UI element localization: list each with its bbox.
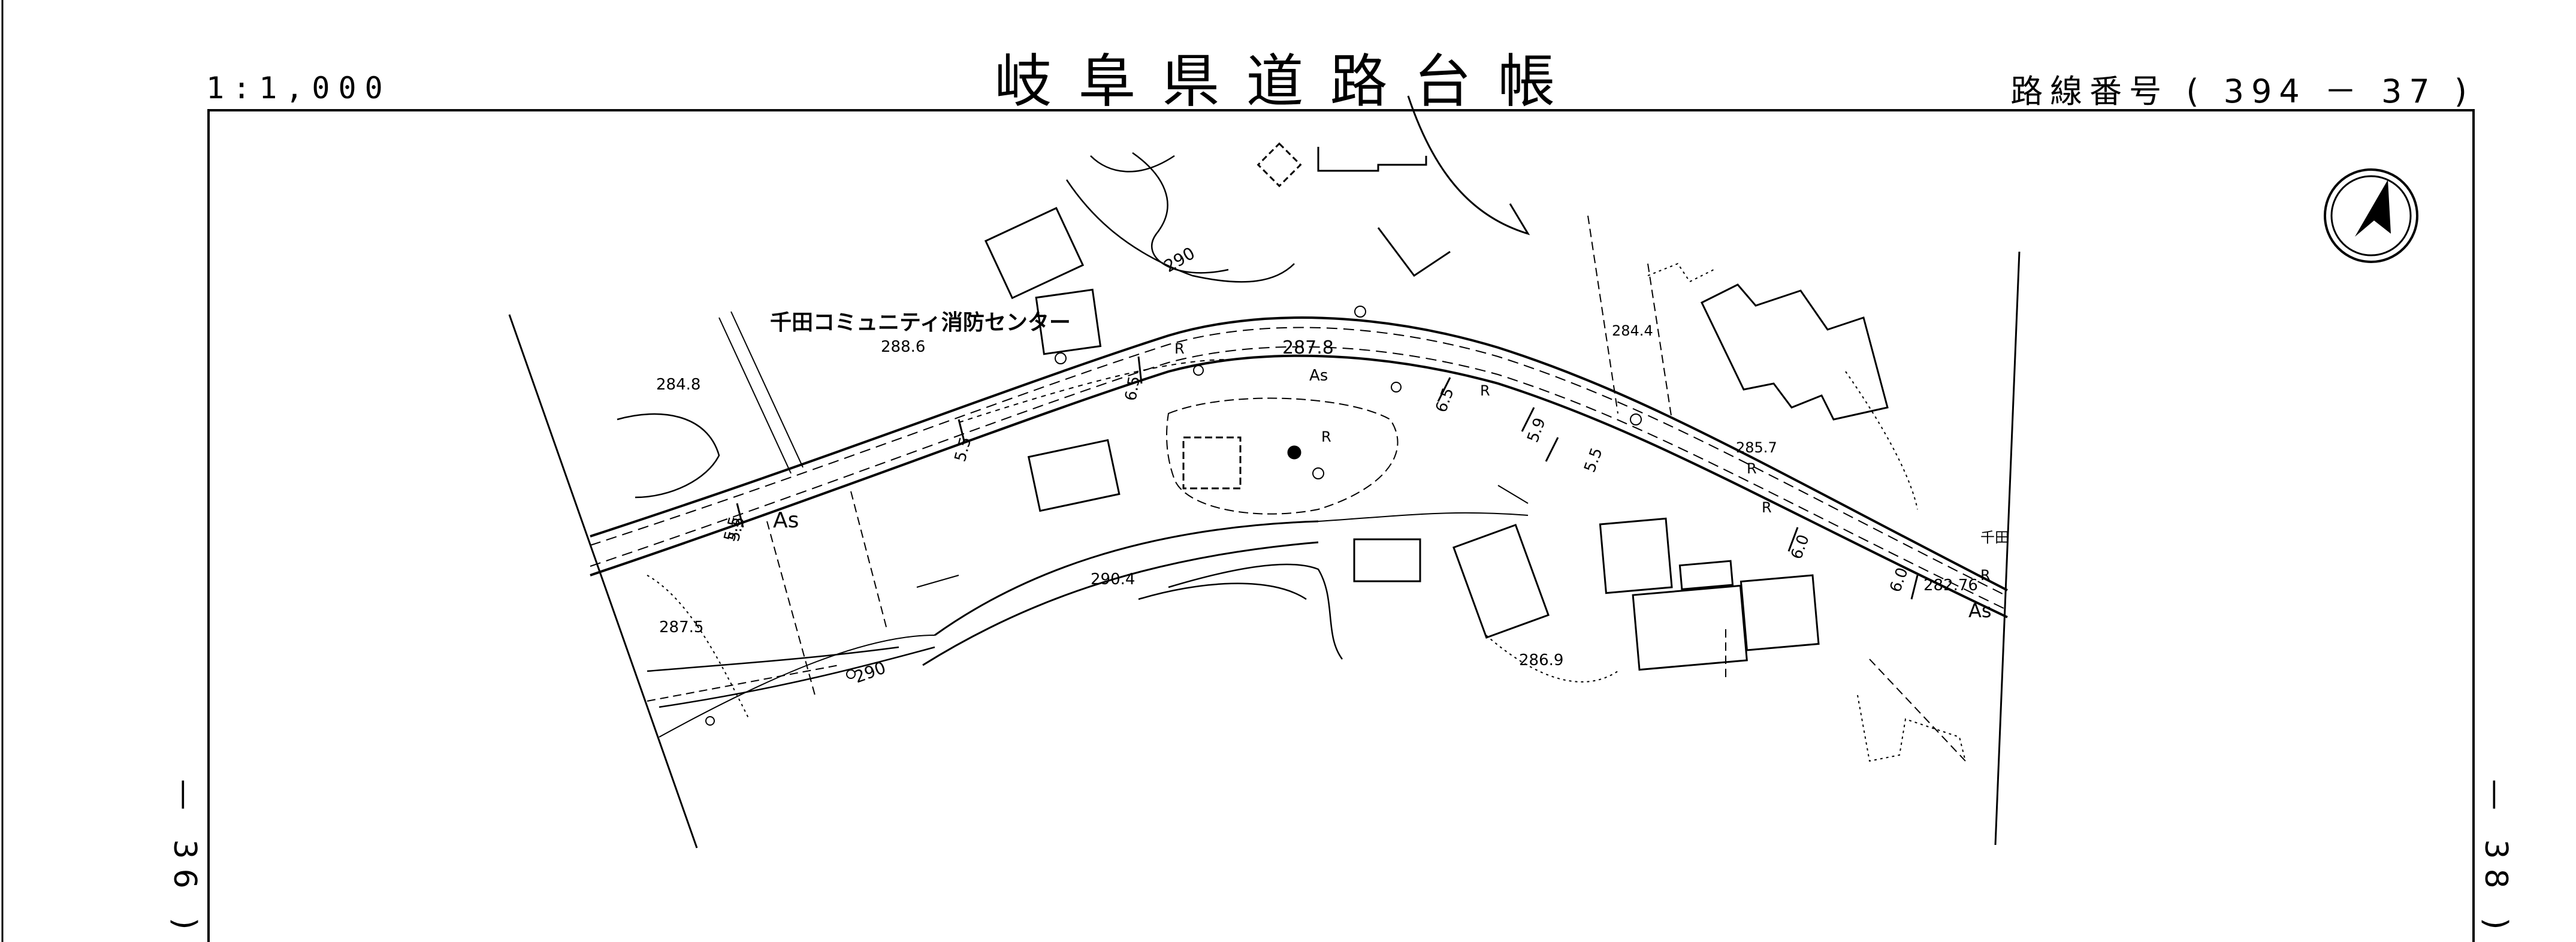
road-centerline bbox=[590, 316, 2008, 618]
branch-road bbox=[659, 512, 1529, 738]
surface-code-center: As bbox=[1309, 367, 1328, 385]
adjacent-sheet-left: — 36 ) bbox=[167, 779, 203, 940]
spot-height-284-8: 284.8 bbox=[656, 376, 700, 394]
north-arrow-icon bbox=[2324, 168, 2418, 263]
page-title: 岐阜県道路台帳 bbox=[994, 48, 1582, 115]
spot-height-288-6: 288.6 bbox=[881, 338, 925, 356]
contour-label-290-south: 290 bbox=[851, 657, 889, 687]
surface-code-west: As bbox=[773, 508, 799, 533]
surface-code-east: As bbox=[1968, 599, 1992, 622]
route-sheet-value: 37 bbox=[2381, 73, 2437, 110]
adjacent-sheet-right: — 38 ) bbox=[2478, 779, 2514, 940]
spot-height-287-8: 287.8 bbox=[1282, 337, 1334, 358]
route-number: 路線番号 ( 394 － 37 ) bbox=[2010, 65, 2474, 112]
width-label-2: 5.5 bbox=[952, 435, 976, 464]
lane-marker-3: R bbox=[1480, 382, 1490, 399]
spot-height-286-9: 286.9 bbox=[1519, 651, 1563, 669]
facility-label: 千田コミュニティ消防センター bbox=[770, 310, 1071, 335]
route-close-paren: ) bbox=[2454, 73, 2474, 110]
width-label-7: 6.0 bbox=[1787, 532, 1813, 561]
spot-height-282-76: 282.76 bbox=[1923, 576, 1978, 594]
width-label-5: 5.5 bbox=[1581, 445, 1606, 475]
survey-boundary-left bbox=[508, 314, 698, 849]
width-label-3: 6.5 bbox=[1122, 375, 1144, 402]
map-scale: 1:1,000 bbox=[206, 71, 391, 105]
survey-point bbox=[1287, 445, 1301, 460]
lane-marker-6: R bbox=[1980, 567, 1991, 584]
map-frame bbox=[207, 109, 2475, 942]
lane-marker-1: R bbox=[1174, 340, 1185, 357]
lane-marker-5: R bbox=[1762, 499, 1772, 516]
route-open-paren: ( bbox=[2186, 73, 2206, 110]
spot-height-287-5: 287.5 bbox=[659, 618, 703, 636]
spot-height-284-4: 284.4 bbox=[1612, 322, 1653, 339]
island-outline bbox=[1166, 397, 1399, 515]
pole-symbols bbox=[705, 306, 1642, 726]
spot-height-285-7: 285.7 bbox=[1736, 439, 1777, 456]
field-boundaries bbox=[647, 262, 1966, 762]
width-label-4: 6.5 bbox=[1432, 385, 1457, 415]
lane-marker-2: R bbox=[1321, 428, 1331, 445]
route-dash: － bbox=[2324, 73, 2364, 110]
guardrail bbox=[718, 311, 1529, 588]
parcel-lines bbox=[647, 215, 1966, 762]
survey-boundary-right bbox=[1994, 251, 2021, 846]
route-number-value: 394 bbox=[2223, 73, 2307, 110]
contour-lines bbox=[617, 152, 1343, 708]
buildings bbox=[984, 95, 1889, 671]
route-number-label: 路線番号 bbox=[2010, 73, 2169, 110]
place-fragment: 千田 bbox=[1980, 529, 2009, 546]
lane-marker-4: R bbox=[1747, 460, 1757, 477]
width-ticks bbox=[736, 356, 1919, 600]
spot-height-290-4: 290.4 bbox=[1091, 570, 1135, 588]
